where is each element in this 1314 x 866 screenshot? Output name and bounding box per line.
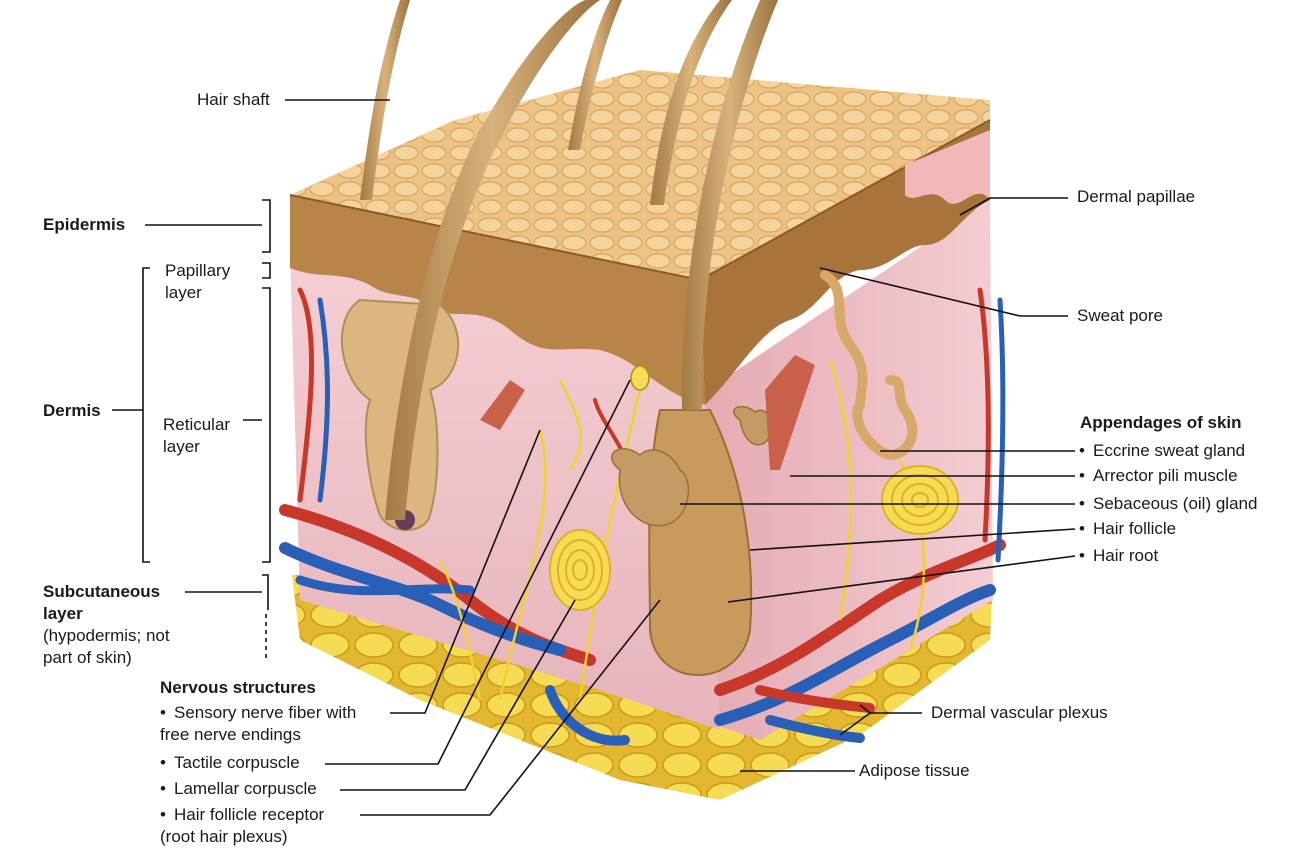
nervous-item-label: Sensory nerve fiber with free nerve endi… [160, 703, 357, 744]
bullet: • [160, 703, 166, 722]
vein-right [714, 584, 996, 726]
arrector-pili-muscle [765, 355, 815, 470]
epidermis-front-band [290, 195, 705, 405]
label-subcutaneous-layer: Subcutaneous layer [43, 582, 161, 623]
dermal-papillae-shape [905, 130, 990, 204]
label-papillary-layer: Papillary layer [165, 261, 231, 302]
label-dermal-vascular-plexus: Dermal vascular plexus [931, 703, 1108, 722]
nerve-fiber [498, 429, 547, 701]
appendages-title: Appendages of skin [1080, 413, 1242, 432]
label-dermis: Dermis [43, 401, 101, 420]
nervous-item-tactile-corpuscle: • Tactile corpuscle [160, 752, 300, 774]
bullet: • [1079, 466, 1085, 485]
nervous-item-sensory-nerve-fiber: •Sensory nerve fiber with free nerve end… [160, 702, 390, 746]
label-reticular-layer: Reticular layer [163, 415, 231, 456]
appendage-item-arrector-pili-muscle: • Arrector pili muscle [1079, 465, 1238, 487]
appendage-item-label: Eccrine sweat gland [1093, 441, 1246, 460]
vein-front [279, 542, 566, 656]
artery-right [714, 539, 1006, 696]
appendage-item-hair-root: • Hair root [1079, 545, 1158, 567]
vein-front-2 [295, 575, 475, 596]
label-hair-shaft: Hair shaft [197, 90, 270, 109]
nervous-item-label: Tactile corpuscle [174, 753, 300, 772]
nervous-item-label: Lamellar corpuscle [174, 779, 317, 798]
label-epidermis: Epidermis [43, 215, 126, 234]
nervous-item-label: Hair follicle receptor (root hair plexus… [160, 805, 325, 846]
label-adipose-tissue: Adipose tissue [859, 761, 970, 780]
sebaceous-gland [611, 448, 690, 527]
nervous-structures-title: Nervous structures [160, 678, 316, 697]
skin-surface [290, 70, 990, 280]
appendage-item-hair-follicle: • Hair follicle [1079, 518, 1176, 540]
bullet: • [160, 753, 166, 772]
bullet: • [1079, 441, 1085, 460]
appendage-item-eccrine-sweat-gland: • Eccrine sweat gland [1079, 440, 1245, 462]
bullet: • [160, 779, 166, 798]
appendage-item-label: Hair root [1093, 546, 1159, 565]
appendage-item-label: Hair follicle [1093, 519, 1177, 538]
bullet: • [1079, 494, 1085, 513]
nervous-item-hair-follicle-receptor: •Hair follicle receptor (root hair plexu… [160, 804, 360, 848]
label-sweat-pore: Sweat pore [1077, 306, 1163, 325]
label-dermal-papillae: Dermal papillae [1077, 187, 1196, 206]
bullet: • [1079, 546, 1085, 565]
tactile-corpuscle [630, 365, 650, 391]
bullet: • [160, 805, 166, 824]
nervous-item-lamellar-corpuscle: • Lamellar corpuscle [160, 778, 317, 800]
eccrine-sweat-gland [820, 270, 918, 461]
appendage-item-label: Sebaceous (oil) gland [1093, 494, 1258, 513]
lamellar-corpuscle [549, 465, 959, 611]
label-hypodermis-note: (hypodermis; not part of skin) [43, 626, 170, 667]
bullet: • [1079, 519, 1085, 538]
appendage-item-label: Arrector pili muscle [1093, 466, 1238, 485]
appendage-item-sebaceous-gland: • Sebaceous (oil) gland [1079, 493, 1257, 515]
